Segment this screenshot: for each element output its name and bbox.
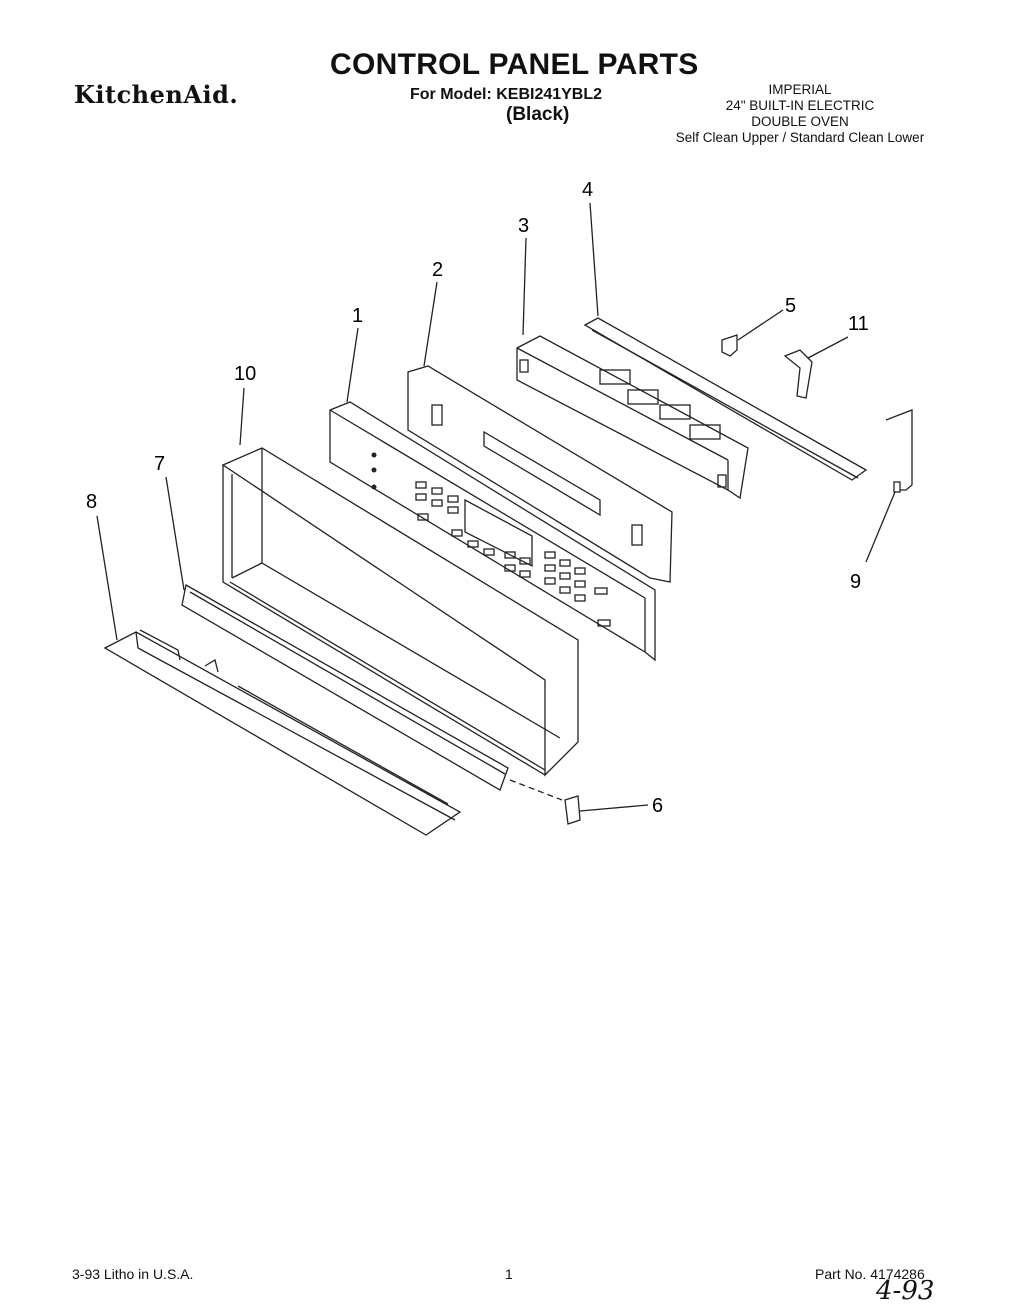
part-5-clip [721,334,738,357]
callout-8: 8 [86,491,97,513]
page-number: 1 [505,1266,513,1282]
callout-2: 2 [432,259,443,281]
callout-11: 11 [848,313,869,335]
leader-lines [96,202,896,812]
part-7-strip [181,583,509,791]
product-info: IMPERIAL 24" BUILT-IN ELECTRIC DOUBLE OV… [640,82,960,146]
footer-litho: 3-93 Litho in U.S.A. [72,1266,194,1282]
part-3-control-housing [516,335,749,500]
callout-7: 7 [154,453,165,475]
callout-9: 9 [850,571,861,593]
handwritten-date: 4-93 [876,1276,935,1306]
info-line: DOUBLE OVEN [751,114,849,129]
part-2-circuit-board [407,365,673,583]
info-line: IMPERIAL [768,82,832,97]
callout-4: 4 [582,179,593,201]
callout-6: 6 [652,795,663,817]
part-10-frame [221,447,579,777]
info-line: Self Clean Upper / Standard Clean Lower [675,130,925,145]
model-line: For Model: KEBI241YBL2 [410,86,603,103]
part-9-rod [885,409,913,493]
info-line: 24" BUILT-IN ELECTRIC [725,98,875,113]
part-4-top-bracket [583,317,868,481]
color-line: (Black) [506,104,570,125]
part-8-trim-strip [103,629,462,836]
kitchenaid-logo: KitchenAid. [74,80,239,109]
callout-1: 1 [352,305,363,327]
callout-10: 10 [234,363,256,385]
callout-3: 3 [518,215,529,237]
page-title: CONTROL PANEL PARTS [330,48,699,81]
part-6-clip [509,779,581,825]
part-1-faceplate [329,401,656,662]
part-11-bracket [783,349,813,399]
part-number: Part No. 4174286 [815,1266,925,1282]
callout-5: 5 [785,295,796,317]
